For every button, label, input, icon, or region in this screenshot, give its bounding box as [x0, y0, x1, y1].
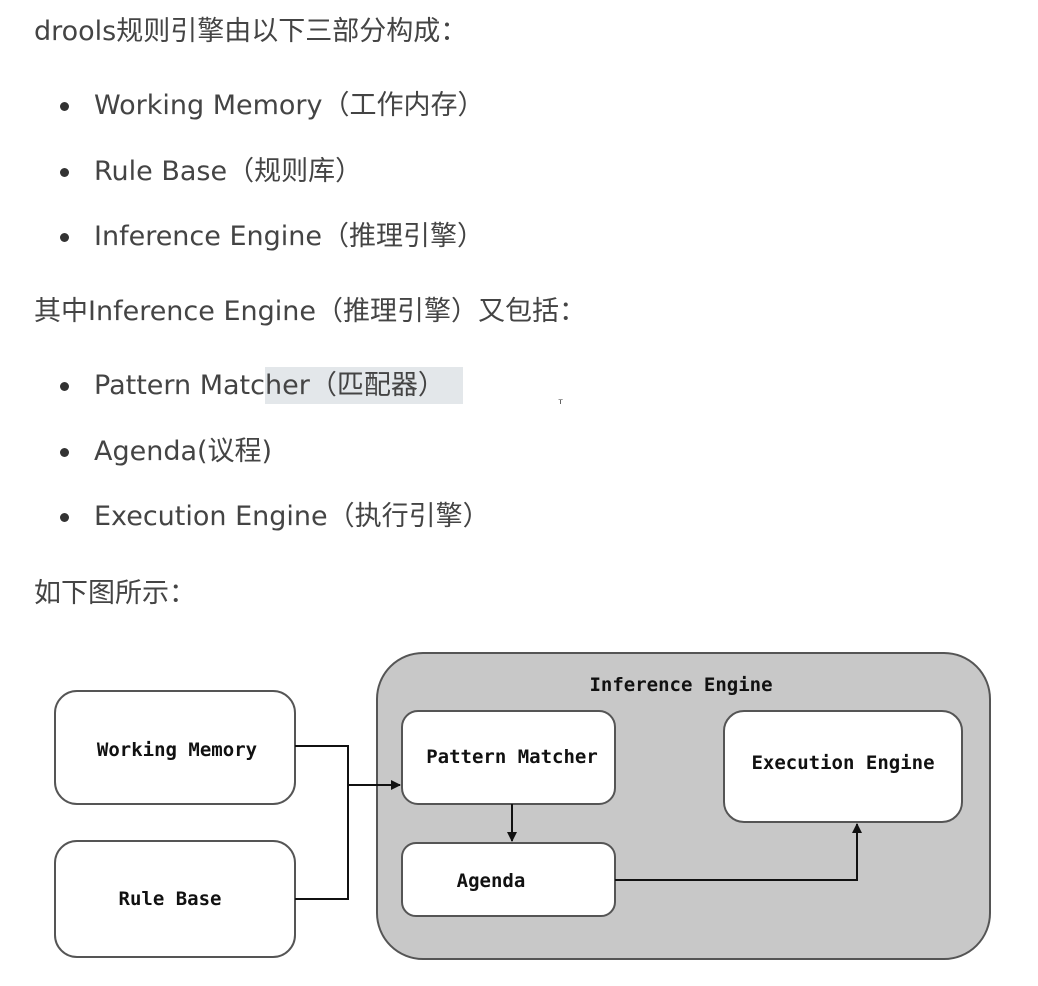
- bullet-icon: [60, 448, 69, 457]
- agenda-to-execution-engine-arrow: [615, 823, 862, 881]
- bullet-icon: [60, 168, 69, 177]
- list-item: Execution Engine（执行引擎）: [60, 499, 490, 535]
- list-item-label: Agenda(议程): [94, 436, 273, 467]
- figure-intro-text: 如下图所示：: [34, 578, 196, 609]
- list-item-label: Execution Engine（执行引擎）: [94, 501, 490, 532]
- list-item: Inference Engine（推理引擎）: [60, 219, 484, 255]
- bullet-icon: [60, 102, 69, 111]
- rule-base-label: Rule Base: [119, 888, 222, 910]
- bullet-icon: [60, 233, 69, 242]
- text-cursor-icon: ᵀ: [557, 397, 565, 411]
- working-memory-box: [54, 690, 296, 805]
- inference-intro-text: 其中Inference Engine（推理引擎）又包括：: [34, 296, 586, 327]
- list-item: Pattern Matcher（匹配器）: [60, 367, 463, 404]
- execution-engine-label: Execution Engine: [751, 752, 934, 774]
- pattern-matcher-label: Pattern Matcher: [426, 746, 598, 768]
- working-memory-label: Working Memory: [97, 739, 257, 761]
- agenda-label: Agenda: [457, 870, 526, 892]
- list-item-label: Pattern Matc: [94, 370, 265, 401]
- list-item-label: Inference Engine（推理引擎）: [94, 221, 484, 252]
- intro-text: drools规则引擎由以下三部分构成：: [34, 16, 468, 47]
- list-item: Rule Base（规则库）: [60, 154, 363, 190]
- list-item: Agenda(议程): [60, 434, 273, 470]
- list-item-label: Rule Base（规则库）: [94, 156, 363, 187]
- list-item: Working Memory（工作内存）: [60, 88, 485, 124]
- text-selection-highlight[interactable]: her（匹配器）: [265, 367, 463, 404]
- bullet-icon: [60, 382, 69, 391]
- rule-base-connector: [295, 785, 349, 900]
- list-item-label: Working Memory（工作内存）: [94, 90, 485, 121]
- inference-engine-label: Inference Engine: [589, 674, 772, 696]
- execution-engine-box: [723, 710, 963, 823]
- bullet-icon: [60, 513, 69, 522]
- pattern-matcher-box: [401, 710, 616, 805]
- working-memory-connector: [295, 745, 349, 785]
- drools-architecture-diagram: Inference Engine Working Memory Rule Bas…: [54, 652, 991, 960]
